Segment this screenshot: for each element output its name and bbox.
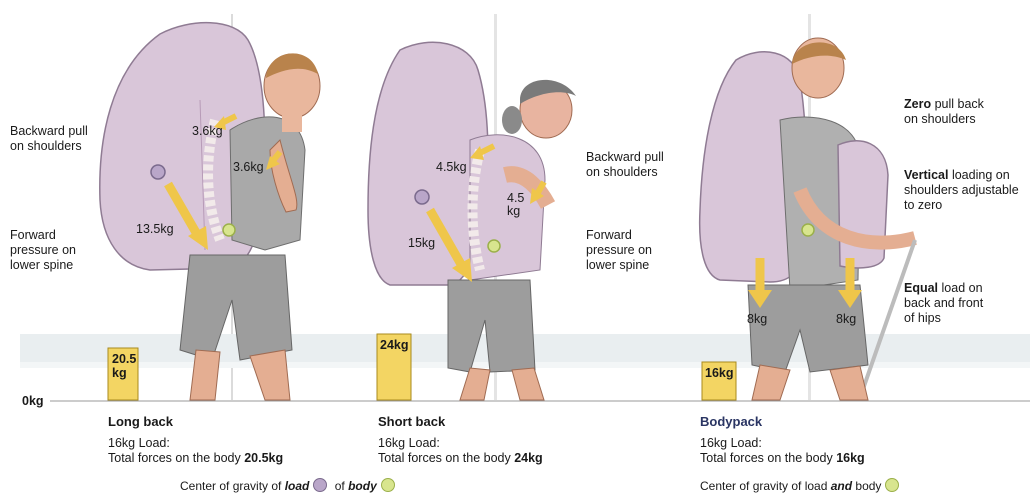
bar-value-short-back: 24kg [380, 338, 409, 352]
title-short-back: Short back [378, 414, 445, 429]
legend-right-and: and [831, 479, 852, 493]
zero-bold: Zero [904, 97, 931, 111]
force-label-long-2: 3.6kg [233, 160, 264, 174]
legend-right-prefix: Center of gravity of load [700, 479, 831, 493]
legend-left-load: load [285, 479, 310, 493]
legend-left-prefix: Center of gravity of [180, 479, 285, 493]
total-line-short-back: Total forces on the body 24kg [378, 451, 543, 466]
title-long-back: Long back [108, 414, 173, 429]
load-line-short-back: 16kg Load: [378, 436, 440, 451]
force-label-short-1: 4.5kg [436, 160, 467, 174]
total-line-long-back: Total forces on the body 20.5kg [108, 451, 283, 466]
label-equal-load: Equal load on back and front of hips [904, 281, 983, 326]
bar-value-bodypack: 16kg [705, 366, 734, 380]
force-label-short-3: 15kg [408, 236, 435, 250]
total-value-short: 24kg [514, 451, 543, 465]
cog-combined-dot [802, 224, 814, 236]
legend-left-of: of [331, 479, 348, 493]
legend-left-body: body [348, 479, 377, 493]
total-value-bodypack: 16kg [836, 451, 865, 465]
label-backward-pull-long: Backward pull on shoulders [10, 124, 88, 154]
load-line-long-back: 16kg Load: [108, 436, 170, 451]
label-vertical-loading: Vertical loading on shoulders adjustable… [904, 168, 1019, 213]
body-cog-icon [381, 478, 395, 492]
label-zero-pull: Zero pull back on shoulders [904, 97, 984, 127]
shorts-short [448, 280, 535, 372]
total-prefix-bodypack: Total forces on the body [700, 451, 836, 465]
bar-value-long-back: 20.5 kg [112, 352, 136, 380]
force-label-short-2: 4.5 kg [507, 192, 524, 218]
force-label-long-1: 3.6kg [192, 124, 223, 138]
load-line-bodypack: 16kg Load: [700, 436, 762, 451]
zero-kg-label: 0kg [22, 394, 44, 409]
label-forward-pressure-long: Forward pressure on lower spine [10, 228, 76, 273]
cog-load-dot-short [415, 190, 429, 204]
torso-long [230, 117, 305, 250]
vertical-bold: Vertical [904, 168, 948, 182]
cog-body-dot-long [223, 224, 235, 236]
total-prefix-long: Total forces on the body [108, 451, 244, 465]
cog-load-dot-long [151, 165, 165, 179]
total-prefix-short: Total forces on the body [378, 451, 514, 465]
title-bodypack: Bodypack [700, 414, 762, 429]
force-label-bodypack-2: 8kg [836, 312, 856, 326]
load-cog-icon [313, 478, 327, 492]
total-value-long: 20.5kg [244, 451, 283, 465]
total-line-bodypack: Total forces on the body 16kg [700, 451, 865, 466]
force-label-long-3: 13.5kg [136, 222, 174, 236]
legend-right: Center of gravity of load and body [700, 478, 903, 493]
force-label-bodypack-1: 8kg [747, 312, 767, 326]
label-backward-pull-short: Backward pull on shoulders [586, 150, 664, 180]
cog-body-dot-short [488, 240, 500, 252]
legend-right-suffix: body [852, 479, 881, 493]
combined-cog-icon [885, 478, 899, 492]
label-forward-pressure-short: Forward pressure on lower spine [586, 228, 652, 273]
equal-bold: Equal [904, 281, 938, 295]
legend-left: Center of gravity of load of body [180, 478, 399, 493]
